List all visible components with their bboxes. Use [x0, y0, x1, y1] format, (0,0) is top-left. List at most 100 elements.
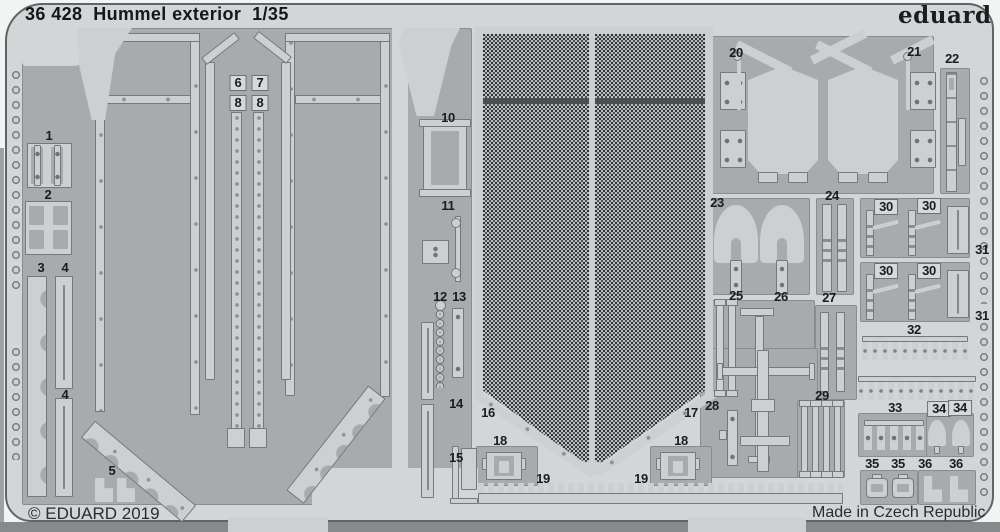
- part-label-34: 34: [948, 400, 972, 416]
- part-4-strip: [55, 276, 73, 389]
- part-label-36: 36: [949, 456, 963, 471]
- part-29-stick: [821, 400, 833, 478]
- part-32-comb-bar: [858, 376, 976, 382]
- hatch-hinge: [910, 72, 936, 110]
- part-10-cap-top: [419, 119, 471, 127]
- hatch-hinge: [720, 72, 746, 110]
- part-27-strip: [836, 312, 845, 392]
- part-34-bell-stem: [934, 446, 940, 454]
- mesh-frame-right: [705, 26, 713, 396]
- part-25-strip: [714, 299, 726, 397]
- part-8-end-cap: [249, 428, 267, 448]
- part-23-spade-stem: [730, 260, 742, 294]
- part-21-foot: [838, 172, 858, 183]
- mesh-fold-line-right: [594, 98, 706, 104]
- part-14-strip-lower: [421, 404, 434, 498]
- part-2-slot: [53, 206, 68, 225]
- part-label-36: 36: [918, 456, 932, 471]
- part-20-foot: [758, 172, 778, 183]
- part-10-cap-bottom: [419, 189, 471, 197]
- part-22-slot: [949, 78, 954, 90]
- part-label-23: 23: [710, 195, 724, 210]
- part-35-buckle-slot: [897, 484, 909, 492]
- scan-edge-left: [0, 148, 4, 532]
- cross-assembly-cap: [717, 363, 723, 380]
- part-29-stick: [832, 400, 844, 478]
- fender-left-cross-bar: [105, 95, 191, 104]
- brand-logo: eduard: [898, 2, 992, 29]
- part-label-8: 8: [229, 95, 247, 111]
- part-label-7: 7: [251, 75, 269, 91]
- hatch-hinge: [720, 130, 746, 168]
- part-label-31: 31: [975, 242, 989, 257]
- part-8-end-cap: [227, 428, 245, 448]
- part-label-30: 30: [874, 263, 898, 279]
- part-18-left-flange: [482, 458, 487, 470]
- part-label-8: 8: [251, 95, 269, 111]
- part-label-18: 18: [674, 433, 688, 448]
- part-label-21: 21: [907, 44, 921, 59]
- part-label-12: 12: [433, 289, 447, 304]
- part-21-hatch-panel: [828, 66, 898, 174]
- part-label-29: 29: [815, 388, 829, 403]
- part-21-foot: [868, 172, 888, 183]
- part-label-22: 22: [945, 51, 959, 66]
- part-11-rod-end: [451, 218, 461, 228]
- hatch-rod-right: [906, 56, 910, 110]
- hatch-hinge: [910, 130, 936, 168]
- part-18-left-flange: [521, 458, 526, 470]
- fender-left-rail-inner: [190, 33, 200, 415]
- cross-assembly-plate: [751, 399, 775, 412]
- part-18-left-inner: [499, 461, 509, 473]
- part-18-right-inner: [673, 461, 683, 473]
- part-24-strip: [837, 204, 847, 292]
- part-label-32: 32: [907, 322, 921, 337]
- part-label-2: 2: [44, 187, 52, 202]
- part-8-riveted-strip: [231, 112, 242, 430]
- part-24-strip: [822, 204, 832, 292]
- part-29-stick: [799, 400, 811, 478]
- part-label-25: 25: [729, 288, 743, 303]
- part-15-plate: [461, 448, 477, 490]
- rivet-column-left-upper: [9, 68, 23, 293]
- part-label-13: 13: [452, 289, 466, 304]
- part-22-strip: [946, 72, 957, 192]
- part-8-riveted-strip: [253, 112, 264, 430]
- part-28-tab: [719, 430, 727, 440]
- mesh-frame-mid: [589, 26, 595, 472]
- part-34-bell-stem: [958, 446, 964, 454]
- part-15-foot: [450, 498, 478, 504]
- fender-right-cross-bar: [295, 95, 381, 104]
- part-label-30: 30: [874, 199, 898, 215]
- part-35-buckle-slot: [871, 484, 883, 492]
- mesh-frame-left: [475, 26, 483, 396]
- part-23-spade-notch: [777, 238, 787, 263]
- part-19-comb-teeth: [478, 483, 843, 494]
- part-20-hatch-panel: [748, 66, 818, 174]
- part-label-24: 24: [825, 188, 839, 203]
- mesh-panel-right: [594, 33, 706, 468]
- part-20-foot: [788, 172, 808, 183]
- fender-right-top-bar: [285, 33, 390, 42]
- part-label-5: 5: [108, 463, 116, 478]
- part-label-1: 1: [45, 128, 53, 143]
- rivet-column-left-lower: [9, 345, 23, 460]
- part-label-3: 3: [37, 260, 45, 275]
- mesh-panel-left: [482, 33, 590, 468]
- hatch-rod-hook-right: [903, 52, 912, 61]
- part-30-clamp: [908, 210, 916, 256]
- part-label-14: 14: [449, 396, 463, 411]
- part-label-31: 31: [975, 308, 989, 323]
- part-label-34: 34: [927, 401, 951, 417]
- part-12-chain: [435, 310, 445, 388]
- part-30-clamp: [866, 210, 874, 256]
- part-10-frame-center: [431, 131, 459, 185]
- part-34-bell: [952, 420, 970, 446]
- part-23-spade-stem: [776, 260, 788, 294]
- mesh-frame-tip: [583, 462, 601, 474]
- part-27-strip: [820, 312, 829, 392]
- part-11-rod-end: [451, 268, 461, 278]
- part-2-slot: [29, 206, 44, 225]
- part-label-16: 16: [481, 405, 495, 420]
- fender-right-rail-outer: [380, 33, 390, 397]
